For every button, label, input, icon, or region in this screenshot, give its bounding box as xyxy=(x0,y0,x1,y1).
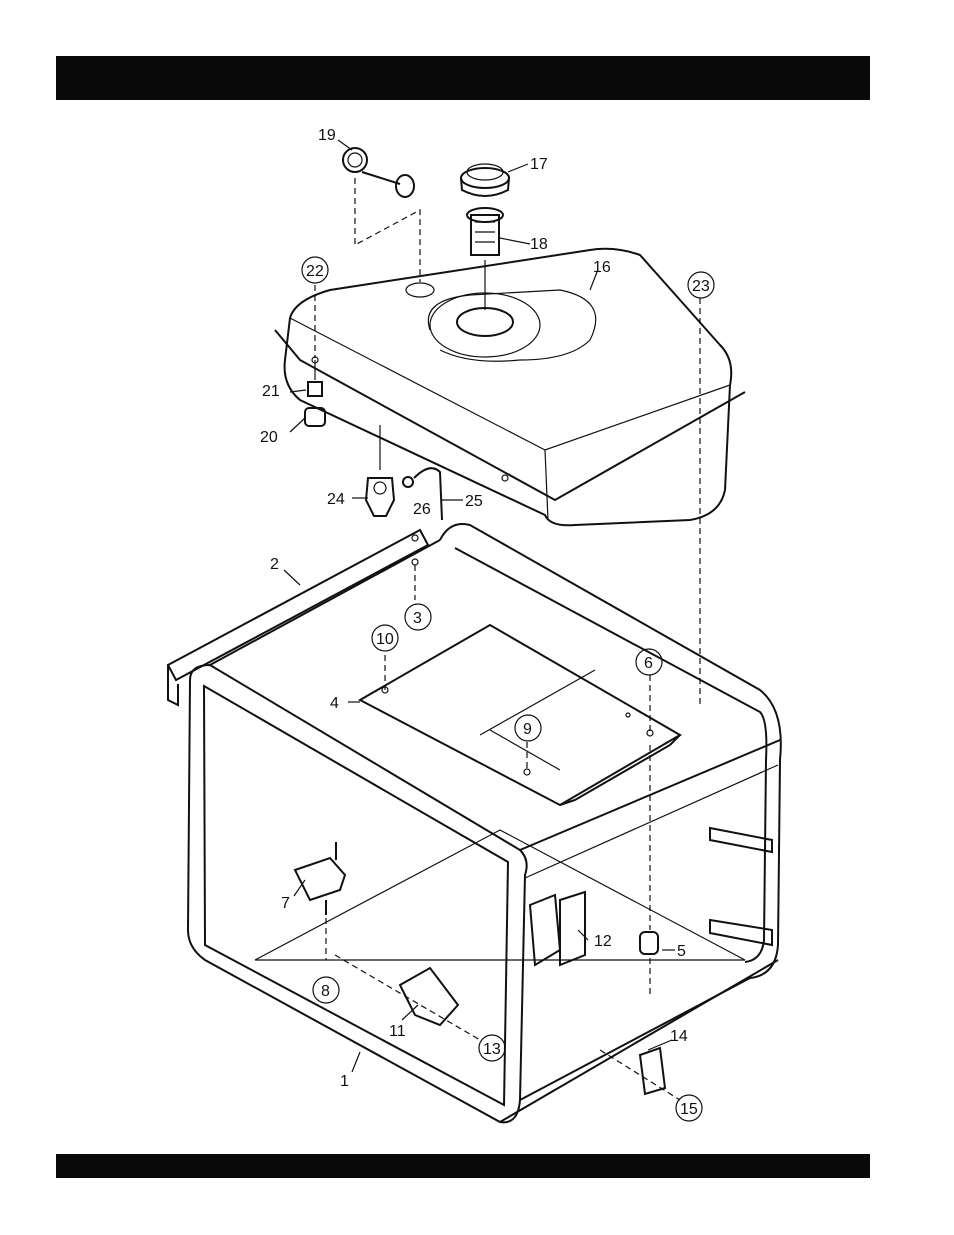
callout-21: 21 xyxy=(262,383,280,400)
callout-19: 19 xyxy=(318,127,336,144)
callout-17: 17 xyxy=(530,156,548,173)
callout-1: 1 xyxy=(340,1073,349,1090)
callout-10: 10 xyxy=(376,631,394,648)
brackets xyxy=(335,828,772,1100)
callout-2: 2 xyxy=(270,556,279,573)
callout-23: 23 xyxy=(692,278,710,295)
callout-18: 18 xyxy=(530,236,548,253)
callout-20: 20 xyxy=(260,429,278,446)
leader-lines xyxy=(284,140,700,1072)
callout-circles xyxy=(302,257,714,1121)
callout-11: 11 xyxy=(389,1023,406,1040)
callout-14: 14 xyxy=(670,1028,688,1045)
callout-22: 22 xyxy=(306,263,324,280)
callout-24: 24 xyxy=(327,491,345,508)
callout-15: 15 xyxy=(680,1101,698,1118)
fuel-tank xyxy=(275,249,745,526)
callout-6: 6 xyxy=(644,655,653,672)
callout-16: 16 xyxy=(593,259,611,276)
callout-12: 12 xyxy=(594,933,612,950)
base-plate xyxy=(360,625,680,805)
callout-5: 5 xyxy=(677,943,686,960)
frame xyxy=(188,524,781,1122)
callout-4: 4 xyxy=(330,695,339,712)
callout-25: 25 xyxy=(465,493,483,510)
callout-7: 7 xyxy=(281,895,290,912)
callout-13: 13 xyxy=(483,1041,501,1058)
fuel-cock-assembly xyxy=(305,360,442,520)
callout-3: 3 xyxy=(413,610,422,627)
fuel-gauge xyxy=(343,148,420,282)
callout-26: 26 xyxy=(413,501,431,518)
callout-8: 8 xyxy=(321,983,330,1000)
fuel-cap xyxy=(461,164,509,196)
callout-9: 9 xyxy=(523,721,532,738)
